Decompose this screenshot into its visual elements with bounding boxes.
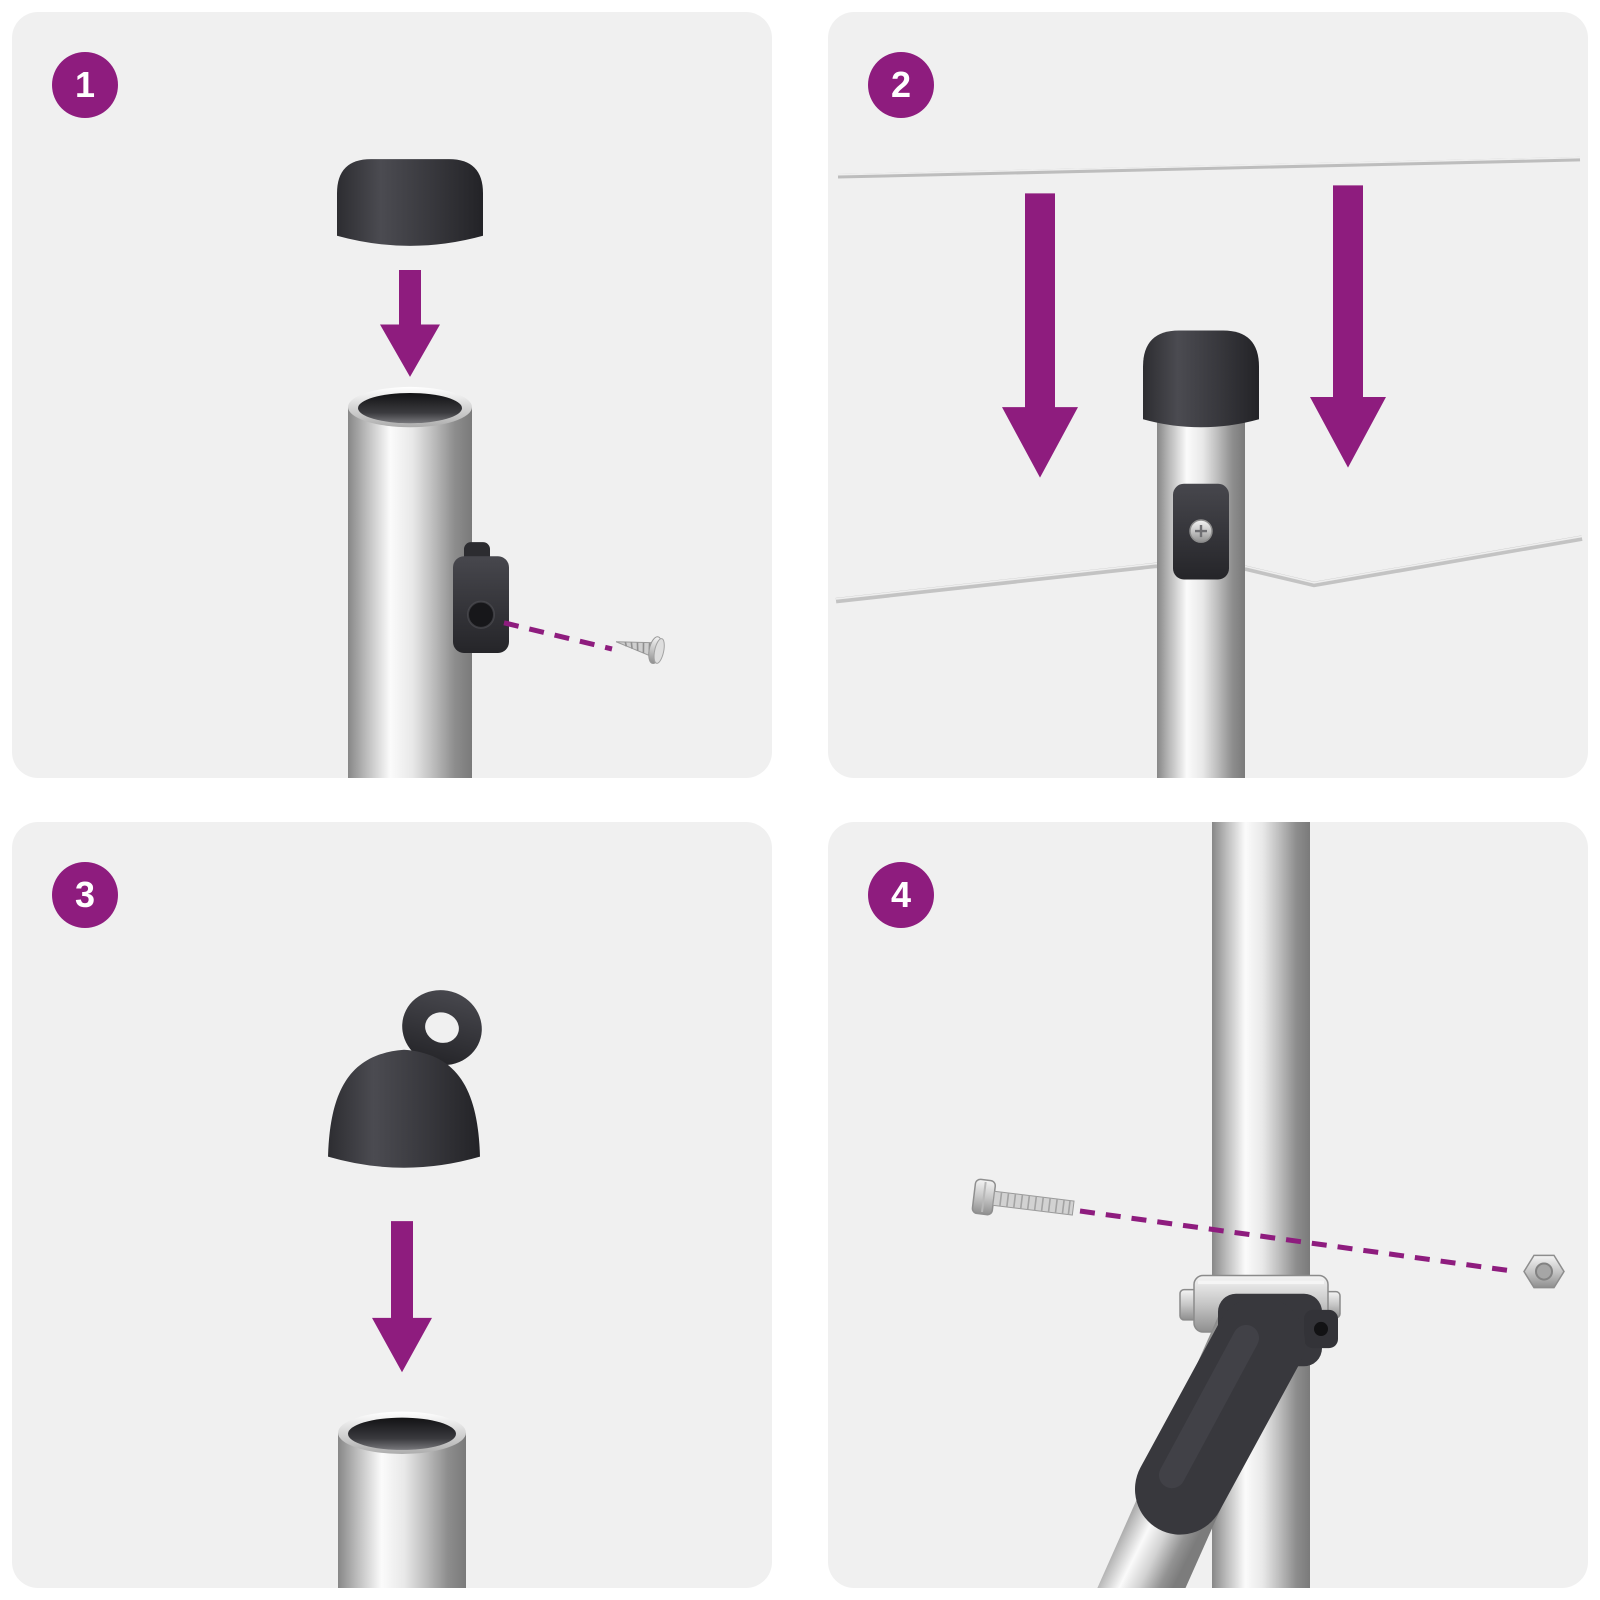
down-arrow-icon bbox=[380, 270, 440, 377]
nut-icon bbox=[1523, 1254, 1565, 1289]
clipped-wire-icon bbox=[835, 535, 1583, 604]
step-panel-4: 4 bbox=[828, 822, 1588, 1588]
pole-top-opening-icon bbox=[338, 1411, 466, 1588]
wire-clip-icon bbox=[1173, 483, 1229, 580]
step-number: 3 bbox=[74, 874, 96, 915]
step-panel-3: 3 bbox=[12, 822, 772, 1588]
down-arrow-icon bbox=[1002, 193, 1078, 478]
step-number: 2 bbox=[890, 64, 912, 105]
pole-top-opening-icon bbox=[348, 386, 472, 778]
step-badge: 1 bbox=[52, 52, 118, 118]
brace-connector-icon bbox=[1135, 1293, 1338, 1535]
step-2-illustration bbox=[835, 156, 1583, 778]
dashed-guide-line bbox=[1079, 1208, 1517, 1275]
step-3-illustration bbox=[328, 990, 482, 1588]
tension-wire-icon bbox=[837, 156, 1581, 179]
step-panel-1: 1 bbox=[12, 12, 772, 778]
screw-icon bbox=[615, 636, 665, 664]
bolt-icon bbox=[971, 1178, 1075, 1216]
dashed-guide-line bbox=[503, 620, 613, 652]
step-1-illustration bbox=[337, 159, 665, 778]
eye-cap-icon bbox=[328, 990, 482, 1168]
step-4-illustration bbox=[971, 822, 1565, 1588]
down-arrow-icon bbox=[1310, 185, 1386, 468]
step-number: 4 bbox=[890, 874, 912, 915]
capped-pole-icon bbox=[1143, 330, 1259, 778]
step-badge: 4 bbox=[868, 862, 934, 928]
step-badge: 2 bbox=[868, 52, 934, 118]
down-arrow-icon bbox=[372, 1221, 432, 1373]
step-number: 1 bbox=[74, 64, 96, 105]
step-panel-2: 2 bbox=[828, 12, 1588, 778]
pole-cap-icon bbox=[337, 159, 483, 246]
screw-clip-icon bbox=[453, 542, 509, 654]
step-badge: 3 bbox=[52, 862, 118, 928]
